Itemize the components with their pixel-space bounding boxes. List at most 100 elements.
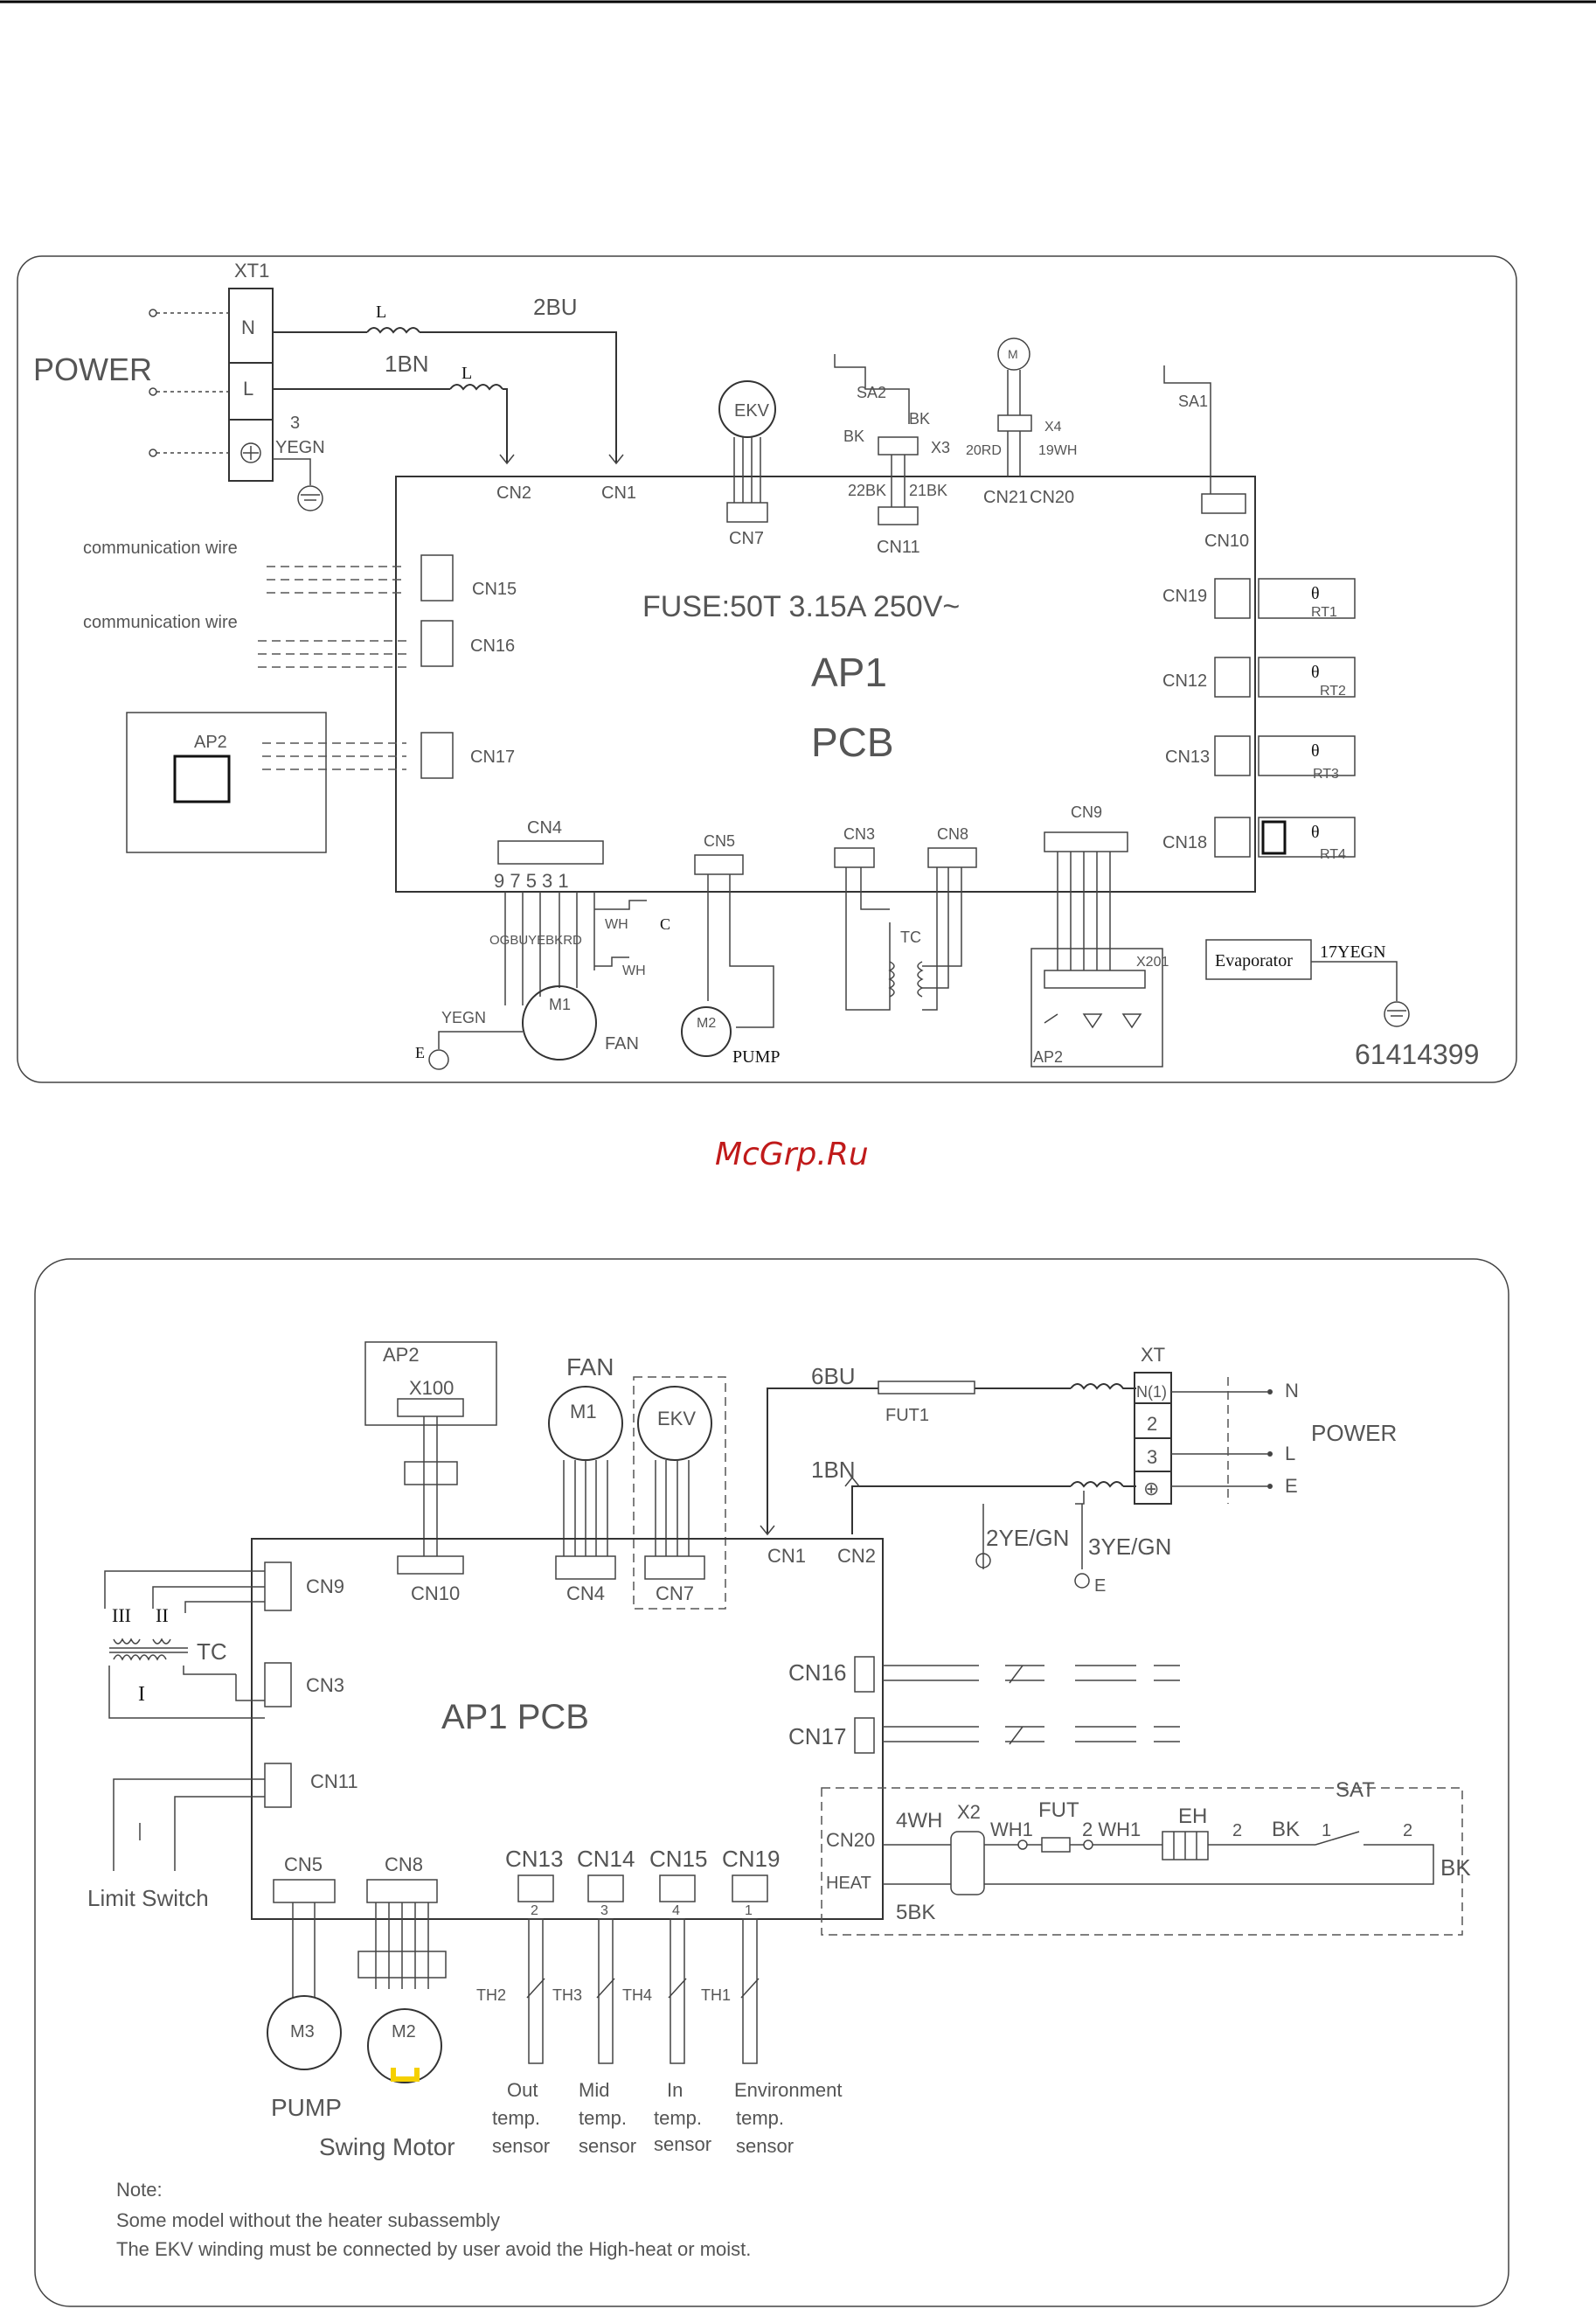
- diagram-1-frame: [17, 255, 1517, 1083]
- drawing-number: 61414399: [1355, 1039, 1479, 1070]
- pump-motor-label-2: M3: [290, 2022, 315, 2041]
- rt4-theta: θ: [1311, 823, 1320, 842]
- wire-2bu: [273, 331, 617, 463]
- wire-wh1-label: WH1: [990, 1819, 1033, 1840]
- pcb-ap1-label: AP1: [811, 650, 887, 695]
- cn3-label: CN3: [843, 825, 875, 843]
- wire-22bk: 22BK: [848, 482, 886, 499]
- rt4-sensor: [1258, 817, 1356, 858]
- cn16-connector: [420, 620, 454, 667]
- cn10-label: CN10: [1204, 532, 1249, 551]
- wire-21bk: 21BK: [909, 482, 947, 499]
- cn19-label: CN19: [1162, 587, 1207, 606]
- sat-pin-2: 2: [1403, 1821, 1412, 1840]
- transformer-primary-icon: [888, 961, 895, 998]
- fan-wire-wh-1: WH: [605, 917, 628, 932]
- cn11-connector-2: [264, 1763, 292, 1808]
- cn4-label: CN4: [527, 818, 562, 838]
- rt1-label: RT1: [1311, 605, 1337, 620]
- x3-label: X3: [931, 439, 950, 456]
- cn8-label: CN8: [937, 825, 968, 843]
- cn2-label: CN2: [496, 483, 531, 503]
- sa2-wire-bk-1: BK: [843, 428, 864, 445]
- tc-coil-iii: III: [112, 1604, 131, 1626]
- rt2-theta: θ: [1311, 663, 1320, 682]
- evaporator-ground-icon: [1384, 1001, 1410, 1027]
- x201-label: X201: [1136, 955, 1169, 970]
- cn17-connector-2: [854, 1717, 875, 1754]
- cn16-label-2: CN16: [788, 1659, 846, 1686]
- ap2-label: AP2: [194, 733, 227, 752]
- earth-label-2: E: [1094, 1576, 1106, 1596]
- sat-label: SAT: [1336, 1778, 1375, 1802]
- sensor-connectors-right: CN19 CN12 CN13 CN18 θ RT1 θ RT2 θ RT3 θ …: [1162, 578, 1356, 862]
- cn17-label-2: CN17: [788, 1723, 846, 1749]
- rt4-label: RT4: [1320, 847, 1346, 862]
- sat-switch-icon: [1315, 1831, 1434, 1862]
- in-sensor-line1: In: [667, 2079, 683, 2101]
- tc-coil-i: I: [138, 1683, 145, 1706]
- inductor-1-icon: [366, 327, 420, 334]
- in-sensor-line3: sensor: [654, 2133, 711, 2155]
- fuse-rating: FUSE:50T 3.15A 250V~: [642, 590, 960, 623]
- pcb-ap1-label-2: AP1 PCB: [441, 1698, 589, 1736]
- cn1-label-2: CN1: [767, 1545, 806, 1567]
- cn15-connector: [420, 554, 454, 602]
- terminal-l: L: [243, 378, 253, 400]
- power-l-label: L: [1285, 1443, 1295, 1464]
- cn5-connector: [694, 854, 744, 875]
- terminal-block-xt1: XT1 N L: [149, 260, 274, 482]
- cn4-pin-numbers: 9 7 5 3 1: [494, 870, 569, 892]
- pump-motor-icon-2: [267, 1995, 342, 2070]
- fut1-label: FUT1: [885, 1406, 929, 1425]
- cn3-connector: [834, 847, 875, 868]
- cn2-label-2: CN2: [837, 1545, 876, 1567]
- cn19-label-2: CN19: [722, 1846, 780, 1872]
- tc-label-2: TC: [197, 1638, 227, 1665]
- pcb-ap1-2: [251, 1538, 884, 1920]
- wire-1bn-label: 1BN: [385, 351, 429, 377]
- fan-ground-color: YEGN: [441, 1009, 486, 1026]
- x4-connector: [997, 414, 1032, 432]
- sensor-pin-1: 1: [745, 1903, 753, 1918]
- fan-motor-label-2: M1: [570, 1401, 597, 1422]
- cn13-label: CN13: [1165, 748, 1210, 767]
- cn16-label: CN16: [470, 636, 515, 656]
- wire-2bu-label: 2BU: [533, 294, 578, 320]
- pump-label-2: PUMP: [271, 2094, 342, 2121]
- sa1-switch: [1163, 365, 1211, 494]
- ap2-board-2: [364, 1341, 497, 1426]
- wire-1bn: [273, 388, 508, 463]
- ground-icon-2yegn: [975, 1553, 991, 1568]
- swing-motor-highlight: [391, 2068, 420, 2082]
- x2-label: X2: [957, 1801, 981, 1823]
- ground-wire-number: 3: [290, 414, 300, 433]
- power-n-label: N: [1285, 1380, 1299, 1401]
- cn21-label: CN21: [983, 488, 1028, 507]
- x3-connector: [878, 436, 919, 456]
- sensor-pin-4: 4: [672, 1903, 680, 1918]
- rt2-sensor: [1258, 657, 1356, 698]
- inductor-l-icon: [1070, 1481, 1124, 1488]
- th1-label: TH1: [701, 1986, 731, 2004]
- ekv-coil-icon-2: [637, 1386, 712, 1461]
- cn10-connector-2: [397, 1555, 464, 1575]
- rt3-label: RT3: [1313, 767, 1339, 782]
- watermark: McGrp.Ru: [715, 1137, 869, 1172]
- inductor-1-label: L: [376, 303, 386, 322]
- rt1-sensor: [1258, 578, 1356, 619]
- cn14-label-2: CN14: [577, 1846, 635, 1872]
- sat-pin-1: 1: [1322, 1821, 1331, 1840]
- fan-earth-label: E: [415, 1044, 425, 1061]
- mid-sensor-line2: temp.: [579, 2107, 627, 2129]
- ap2-display-icon: [173, 755, 231, 803]
- cn4-label-2: CN4: [566, 1582, 605, 1604]
- cn7-label: CN7: [729, 529, 764, 548]
- xt-terminal-2: 2: [1147, 1413, 1157, 1435]
- th3-label: TH3: [552, 1986, 582, 2004]
- cn5-connector-2: [273, 1879, 336, 1903]
- thermistor-icons: [526, 1978, 760, 1999]
- cn7-connector: [726, 502, 768, 523]
- x2-connector: [950, 1831, 985, 1895]
- temperature-sensors: CN13 CN14 CN15 CN19 2 3 4 1 TH2 TH3 TH4 …: [476, 1846, 843, 2157]
